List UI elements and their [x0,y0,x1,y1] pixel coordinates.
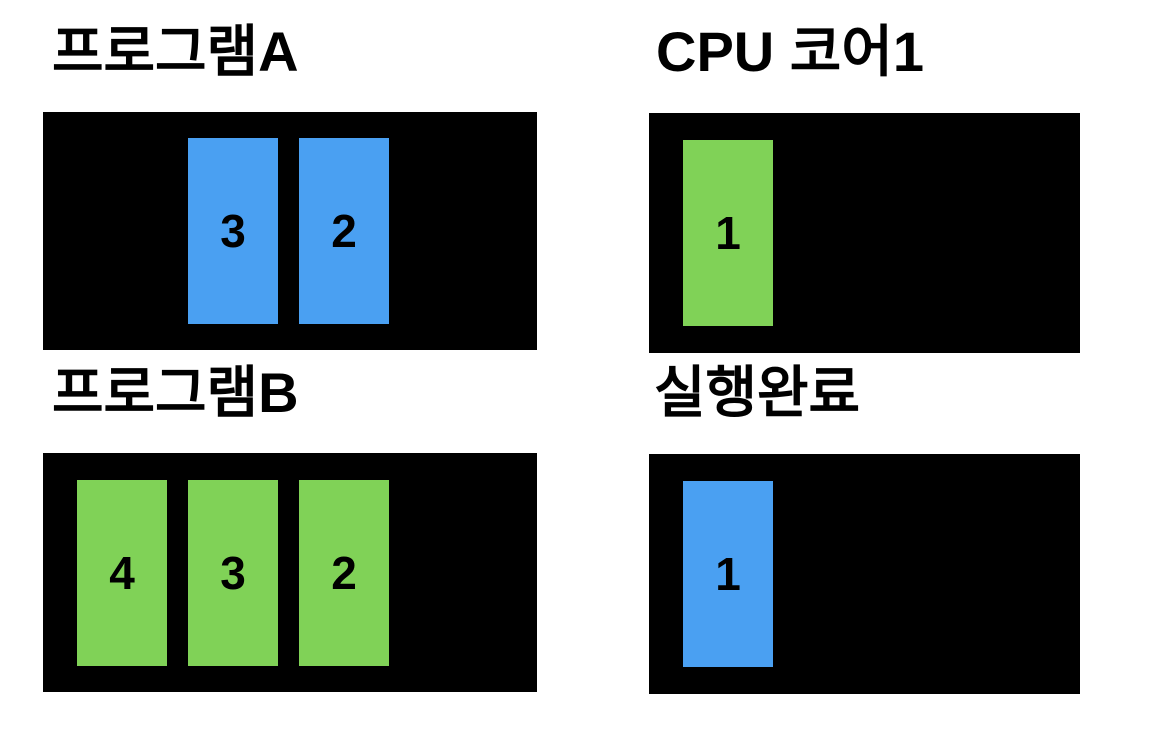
execution-complete-queue-box: 1 [649,454,1080,694]
cpu-core-1-queue-box: 1 [649,113,1080,353]
program-b-task-block: 3 [188,479,278,666]
program-a-task-block: 3 [188,138,278,324]
program-b-task-block: 4 [77,479,167,666]
program-b-task-block: 2 [299,479,389,666]
program-a-title: 프로그램A [52,20,299,83]
cpu-core-1-task-block: 1 [683,140,773,326]
program-a-task-block: 2 [299,138,389,324]
execution-complete-title: 실행완료 [654,361,861,424]
program-b-title: 프로그램B [52,361,299,424]
cpu-core-1-title: CPU 코어1 [656,20,924,83]
execution-complete-task-block: 1 [683,481,773,667]
